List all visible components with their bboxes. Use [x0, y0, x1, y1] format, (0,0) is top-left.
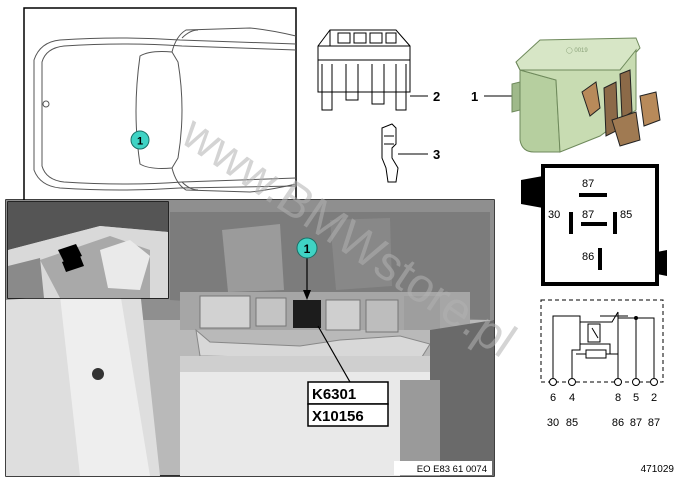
car-location-marker-label: 1	[137, 136, 143, 148]
car-inset-frame	[23, 7, 297, 211]
pin-87-mid-icon	[581, 222, 607, 226]
diagram-number: 471029	[641, 464, 675, 475]
pin-face-tab-left-icon	[521, 176, 543, 208]
photo-arrow-head-icon	[303, 290, 311, 300]
pin-label: 87	[582, 178, 594, 190]
connector-id-label: X10156	[312, 408, 364, 425]
photo-code-box	[394, 461, 492, 475]
photo-location-marker-label: 1	[304, 242, 311, 256]
terminal-callout: 3	[433, 147, 440, 162]
terminal-drawing	[381, 123, 399, 183]
location-photo: 1 K6301 X10156 EO E83 61 0074	[5, 199, 495, 477]
terminal-number: 4	[569, 392, 575, 404]
pin-label: 30	[548, 209, 560, 221]
interior-inset-icon	[8, 202, 168, 298]
schematic-wiring-icon	[552, 311, 655, 378]
terminal-number: 6	[550, 392, 556, 404]
photo-scene-icon	[6, 200, 494, 476]
pin-85-icon	[613, 212, 617, 234]
pin-label: 85	[620, 209, 632, 221]
pin-86-icon	[598, 248, 602, 270]
connector-callout: 2	[433, 89, 440, 104]
terminal-number: 5	[633, 392, 639, 404]
terminal-function: 85	[566, 417, 578, 429]
connector-id-box	[307, 403, 389, 427]
schematic-frame	[540, 299, 664, 383]
pin-label: 87	[582, 209, 594, 221]
pin-87-top-icon	[579, 193, 607, 197]
photo-label-leader-line	[317, 325, 351, 383]
car-inset: 1	[23, 7, 297, 211]
relay-embossing-icon: ◯ 0019	[566, 47, 588, 54]
car-location-marker	[130, 130, 150, 150]
schematic-node-icon	[634, 316, 638, 320]
terminal-function: 86	[612, 417, 624, 429]
terminal-function: 30	[547, 417, 559, 429]
relay-pins-icon	[581, 69, 661, 147]
terminal-number: 2	[651, 392, 657, 404]
relay-pin-face: 87 30 87 85 86	[521, 164, 667, 286]
terminal-function: 87	[630, 417, 642, 429]
pin-30-icon	[569, 212, 573, 234]
photo-location-marker	[296, 237, 318, 259]
photo-code: EO E83 61 0074	[417, 464, 487, 475]
schematic-terminal-icons	[549, 378, 658, 386]
relay-id-label: K6301	[312, 386, 356, 403]
terminal-number: 8	[615, 392, 621, 404]
pin-label: 86	[582, 251, 594, 263]
car-outline-icon	[33, 27, 297, 193]
pin-face-tab-right-icon	[657, 250, 667, 276]
connector-housing-drawing	[317, 29, 411, 111]
relay-callout: 1	[471, 89, 478, 104]
terminal-function: 87	[648, 417, 660, 429]
relay-schematic: 6 4 8 5 2 30 85 86 87 87	[540, 299, 664, 429]
